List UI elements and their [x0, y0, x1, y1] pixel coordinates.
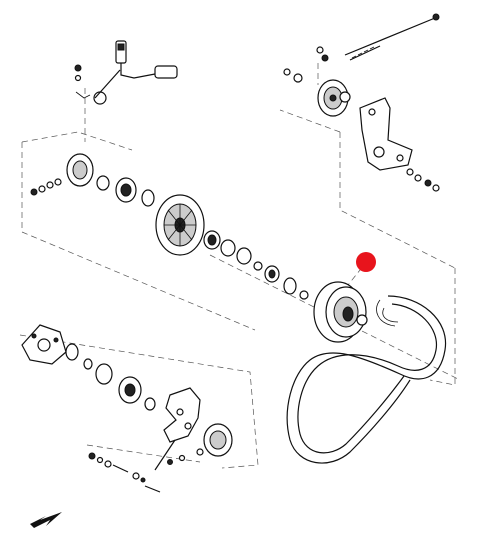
tensioner-assembly [283, 13, 440, 192]
hardware-kit [88, 452, 186, 493]
assembly-guide-lines [19, 63, 461, 469]
drive-pulley [313, 281, 368, 343]
drive-belt [286, 295, 447, 464]
bracket-assembly [154, 387, 233, 471]
arrow-down-left-icon [30, 512, 62, 528]
callout-marker[interactable] [356, 252, 376, 272]
speed-sensor [74, 40, 178, 105]
gearbox-housing [21, 324, 156, 411]
main-shaft-components [30, 153, 309, 300]
